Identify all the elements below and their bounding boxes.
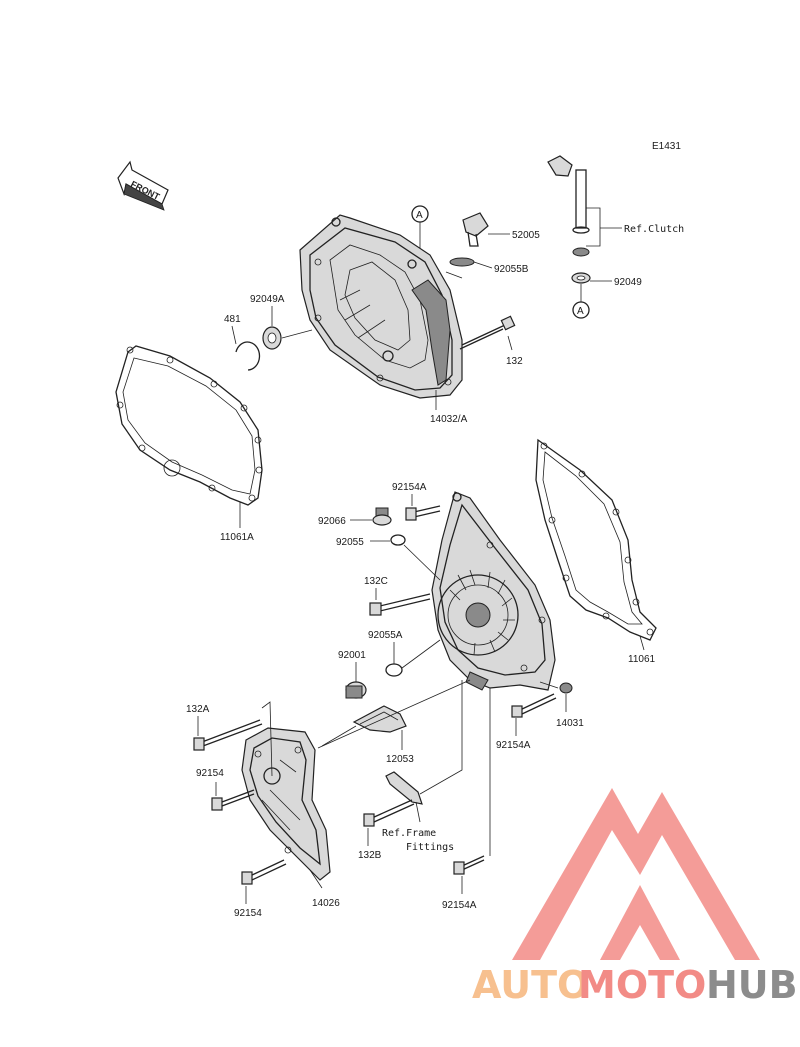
callout-92154-bottom: 92154 — [234, 908, 262, 919]
ref-frame-label-line1: Ref.Frame — [382, 828, 436, 839]
callout-92049: 92049 — [614, 277, 642, 288]
callout-11061: 11061 — [628, 654, 656, 665]
callout-481: 481 — [224, 314, 241, 325]
bolt-92154A-top — [405, 505, 441, 521]
watermark-text-moto: MOTO — [578, 963, 706, 1007]
watermark-text-hub: HUB — [706, 963, 798, 1007]
bolt-92154A-mid — [511, 693, 557, 718]
callout-132: 132 — [506, 356, 523, 367]
callout-12053: 12053 — [386, 754, 414, 765]
sprocket-cover-14026 — [241, 727, 331, 881]
part-14031 — [559, 682, 573, 694]
watermark-logo: AUTO MOTO HUB — [472, 788, 798, 1007]
callout-92055A: 92055A — [368, 630, 403, 641]
ref-frame-label-line2: Fittings — [406, 842, 454, 853]
callout-14031: 14031 — [556, 718, 584, 729]
bolt-132 — [459, 315, 516, 350]
generator-cover-14031 — [431, 491, 556, 691]
bolt-132C — [369, 593, 431, 616]
callout-132B: 132B — [358, 850, 382, 861]
oring-92055 — [390, 534, 406, 546]
bolt-132A — [193, 719, 263, 751]
leader-92055B — [473, 261, 493, 269]
oil-filler-plug-52005 — [449, 212, 489, 267]
ref-clutch-label: Ref.Clutch — [624, 224, 684, 235]
callout-132C: 132C — [364, 576, 388, 587]
callout-92154-left: 92154 — [196, 768, 224, 779]
circle-a-label-right: A — [577, 306, 584, 317]
bolt-92154-left — [211, 789, 255, 811]
callout-92154A-mid: 92154A — [496, 740, 531, 751]
frame-bracket — [385, 771, 423, 805]
bolt-92154-bottom — [241, 859, 287, 885]
circle-a-label-top: A — [416, 210, 423, 221]
callout-132A: 132A — [186, 704, 210, 715]
watermark-text-auto: AUTO — [472, 963, 589, 1007]
callout-52005: 52005 — [512, 230, 540, 241]
callout-14032A: 14032/A — [430, 414, 468, 425]
callout-92049A: 92049A — [250, 294, 285, 305]
circle-a-marker-right — [572, 301, 590, 319]
front-arrow-icon: FRONT — [117, 160, 169, 211]
callout-92001: 92001 — [338, 650, 366, 661]
callout-92055B: 92055B — [494, 264, 529, 275]
callout-14026: 14026 — [312, 898, 340, 909]
cap-92001 — [345, 681, 367, 699]
plug-92066 — [372, 507, 392, 526]
oring-92055A — [385, 663, 403, 677]
callout-92055: 92055 — [336, 537, 364, 548]
circlip-481 — [235, 341, 261, 371]
chain-guide-12053 — [352, 705, 407, 733]
gasket-11061 — [535, 438, 657, 641]
diagram-code: E1431 — [652, 141, 681, 152]
clutch-cover-14032 — [299, 214, 463, 399]
bolt-132B — [363, 799, 415, 827]
clutch-release-shaft — [547, 155, 591, 284]
callout-92154A-top: 92154A — [392, 482, 427, 493]
callout-92154A-bottom: 92154A — [442, 900, 477, 911]
gasket-11061A — [115, 345, 263, 506]
callout-92066: 92066 — [318, 516, 346, 527]
bolt-92154A-bottom — [453, 855, 485, 875]
callout-11061A: 11061A — [220, 532, 254, 543]
